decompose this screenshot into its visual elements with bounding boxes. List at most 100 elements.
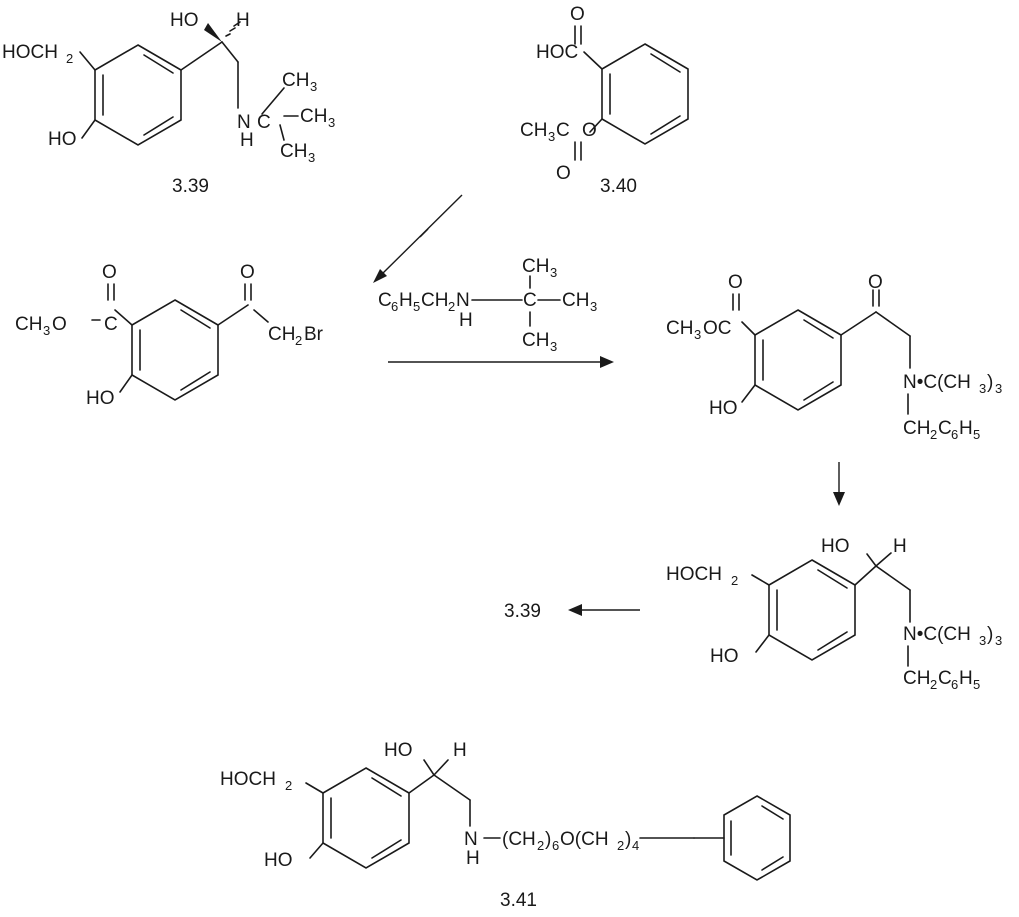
ketone-o: O — [868, 272, 883, 293]
bromo-br: Br — [304, 324, 324, 345]
svg-text:CH: CH — [421, 290, 448, 311]
aminoketone-intermediate: O O CH 3 OC HO N•C(CH 3 ) 3 CH 2 C 6 H 5 — [666, 272, 1002, 442]
amine-n-label: N — [237, 112, 251, 133]
tertiary-amine: N•C(CH — [903, 372, 971, 393]
ho-ring-label: HO — [48, 129, 77, 150]
reaction-arrow-down — [833, 462, 845, 506]
amine-n: N — [456, 290, 470, 311]
ester-carbonyl-o: O — [102, 262, 117, 283]
benzene-ring — [322, 767, 410, 869]
benzene-ring — [131, 299, 219, 401]
ch2br-ch: CH — [268, 324, 295, 345]
svg-text:3: 3 — [694, 327, 701, 342]
ester-carbonyl-o: O — [728, 272, 743, 293]
amine-h: H — [466, 848, 480, 869]
ketone-o: O — [240, 262, 255, 283]
hoch2-label: HOCH — [220, 769, 276, 790]
amine-h-label: H — [240, 130, 254, 151]
svg-text:C: C — [378, 290, 392, 311]
hydroxyl-label: HO — [384, 740, 413, 761]
svg-text:O(CH: O(CH — [560, 829, 609, 850]
quaternary-c: C — [523, 290, 537, 311]
hoch2-label: HOCH — [2, 42, 58, 63]
compound-3-40: O HOC O CH 3 C O 3.40 — [520, 4, 689, 197]
svg-text:2: 2 — [295, 333, 302, 348]
acetyl-ch3-label: CH — [520, 120, 547, 141]
amine-reagent: C 6 H 5 CH 2 N H C CH 3 CH 3 CH 3 — [378, 256, 597, 354]
final-product-label: 3.39 — [504, 601, 541, 622]
compound-3-41: HO H HOCH 2 HO N H (CH 2 ) 6 O(CH 2 ) 4 … — [220, 740, 791, 911]
methyl-label: CH — [300, 106, 327, 127]
svg-text:5: 5 — [973, 427, 980, 442]
svg-text:2: 2 — [448, 299, 455, 314]
methoxy-ch3: CH — [15, 314, 42, 335]
hydroxyl-label: HO — [821, 536, 850, 557]
svg-text:3: 3 — [550, 265, 557, 280]
svg-text:3: 3 — [328, 115, 335, 130]
compound-id-label: 3.41 — [500, 890, 537, 911]
svg-text:OC: OC — [703, 318, 732, 339]
svg-text:): ) — [545, 829, 551, 850]
bromoketone-intermediate: O O CH 3 O C CH 2 Br HO — [15, 262, 324, 409]
chain-label: (CH — [502, 829, 536, 850]
reaction-arrow-main — [388, 356, 614, 368]
h-label: H — [893, 536, 907, 557]
svg-text:H: H — [959, 418, 973, 439]
svg-text:6: 6 — [951, 677, 958, 692]
h-label: H — [453, 740, 467, 761]
carbonyl-o-label: O — [570, 4, 585, 25]
benzyl-label: CH — [903, 668, 930, 689]
benzene-ring — [754, 309, 842, 411]
stereo-wedge — [204, 23, 222, 42]
svg-text:CH: CH — [562, 290, 589, 311]
svg-text:4: 4 — [632, 838, 639, 853]
benzene-ring — [768, 559, 856, 661]
svg-text:3: 3 — [979, 633, 986, 648]
svg-text:): ) — [987, 624, 993, 645]
svg-text:): ) — [625, 829, 631, 850]
svg-text:3: 3 — [43, 323, 50, 338]
benzyl-label: CH — [903, 418, 930, 439]
convergent-arrow — [373, 194, 463, 283]
svg-text:5: 5 — [973, 677, 980, 692]
amine-n: N — [464, 829, 478, 850]
svg-text:2: 2 — [285, 778, 292, 793]
svg-text:3: 3 — [590, 299, 597, 314]
compound-3-39: HOCH 2 HO HO H N H C CH 3 CH 3 CH 3 3.39 — [2, 10, 335, 197]
svg-text:6: 6 — [391, 299, 398, 314]
compound-id-label: 3.40 — [600, 176, 637, 197]
svg-text:5: 5 — [413, 299, 420, 314]
svg-text:C: C — [938, 418, 952, 439]
svg-text:2: 2 — [930, 427, 937, 442]
svg-text:): ) — [987, 372, 993, 393]
reaction-arrow-left — [568, 604, 640, 616]
svg-text:3: 3 — [308, 150, 315, 165]
svg-text:2: 2 — [930, 677, 937, 692]
benzene-ring — [601, 43, 689, 145]
subscript: 2 — [66, 51, 73, 66]
quaternary-c-label: C — [257, 112, 271, 133]
phenol-ho: HO — [86, 388, 115, 409]
svg-text:CH: CH — [522, 330, 549, 351]
svg-text:2: 2 — [537, 838, 544, 853]
svg-text:3: 3 — [548, 129, 555, 144]
phenol-ho: HO — [264, 850, 293, 871]
carbonyl-o-label: O — [556, 163, 571, 184]
svg-text:3: 3 — [310, 79, 317, 94]
svg-text:H: H — [399, 290, 413, 311]
svg-text:CH: CH — [666, 318, 693, 339]
h-stereo-label: H — [236, 10, 250, 31]
ester-c: C — [104, 314, 118, 335]
phenol-ho: HO — [709, 398, 738, 419]
compound-id-label: 3.39 — [172, 176, 209, 197]
svg-text:3: 3 — [979, 381, 986, 396]
tertiary-amine: N•C(CH — [903, 624, 971, 645]
svg-text:C: C — [938, 668, 952, 689]
acetyl-c-label: C — [556, 120, 570, 141]
svg-text:3: 3 — [995, 381, 1002, 396]
svg-text:3: 3 — [995, 633, 1002, 648]
ho-side-label: HO — [170, 10, 199, 31]
svg-text:6: 6 — [951, 427, 958, 442]
ester-o-label: O — [582, 120, 597, 141]
